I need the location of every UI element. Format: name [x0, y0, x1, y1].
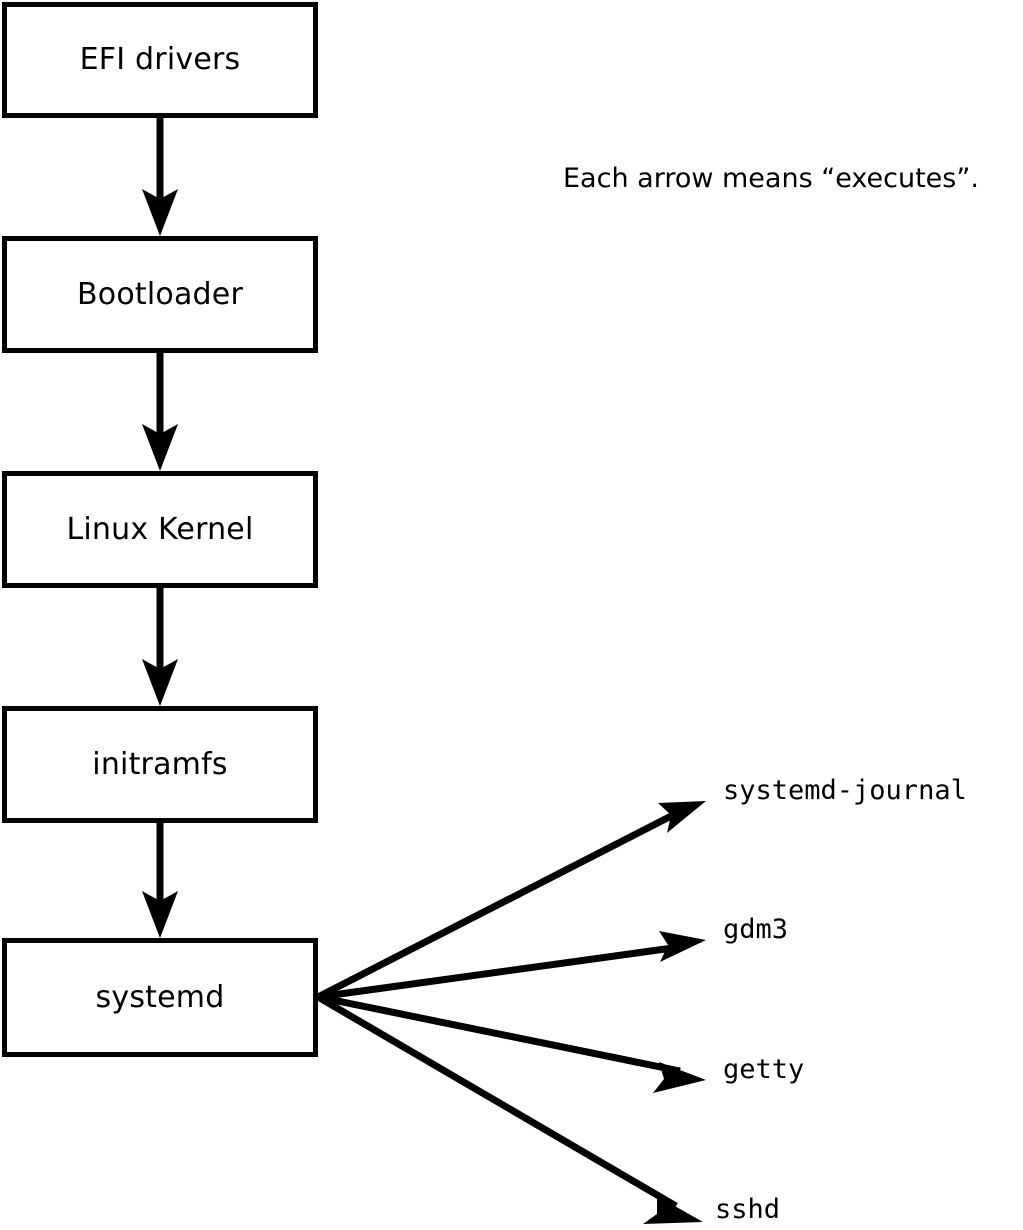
- stage-label-linux-kernel: Linux Kernel: [66, 511, 254, 547]
- stage-label-efi-drivers: EFI drivers: [79, 42, 241, 77]
- stage-box-initramfs[interactable]: initramfs: [2, 706, 318, 823]
- service-label-systemd-journal[interactable]: systemd-journal: [723, 775, 967, 806]
- arrow-systemd-to-getty: [317, 993, 706, 1093]
- arrow-systemd-to-gdm3: [317, 931, 706, 1001]
- service-label-gdm3[interactable]: gdm3: [723, 914, 789, 945]
- stage-box-bootloader[interactable]: Bootloader: [2, 236, 318, 353]
- arrow-linux-kernel-to-initramfs: [142, 588, 178, 706]
- arrow-systemd-to-sshd: [316, 993, 703, 1224]
- arrow-initramfs-to-systemd: [142, 823, 178, 938]
- arrow-systemd-to-systemd-journal: [316, 801, 706, 1001]
- legend-caption: Each arrow means “executes”.: [563, 163, 979, 194]
- service-label-sshd[interactable]: sshd: [715, 1194, 781, 1225]
- stage-box-efi-drivers[interactable]: EFI drivers: [2, 2, 318, 118]
- stage-label-initramfs: initramfs: [92, 746, 228, 782]
- stage-box-linux-kernel[interactable]: Linux Kernel: [2, 471, 318, 588]
- arrow-bootloader-to-linux-kernel: [142, 353, 178, 471]
- service-label-getty[interactable]: getty: [723, 1054, 805, 1085]
- stage-box-systemd[interactable]: systemd: [2, 938, 318, 1057]
- stage-label-systemd: systemd: [95, 979, 225, 1015]
- arrow-efi-drivers-to-bootloader: [142, 118, 178, 236]
- stage-label-bootloader: Bootloader: [77, 276, 243, 312]
